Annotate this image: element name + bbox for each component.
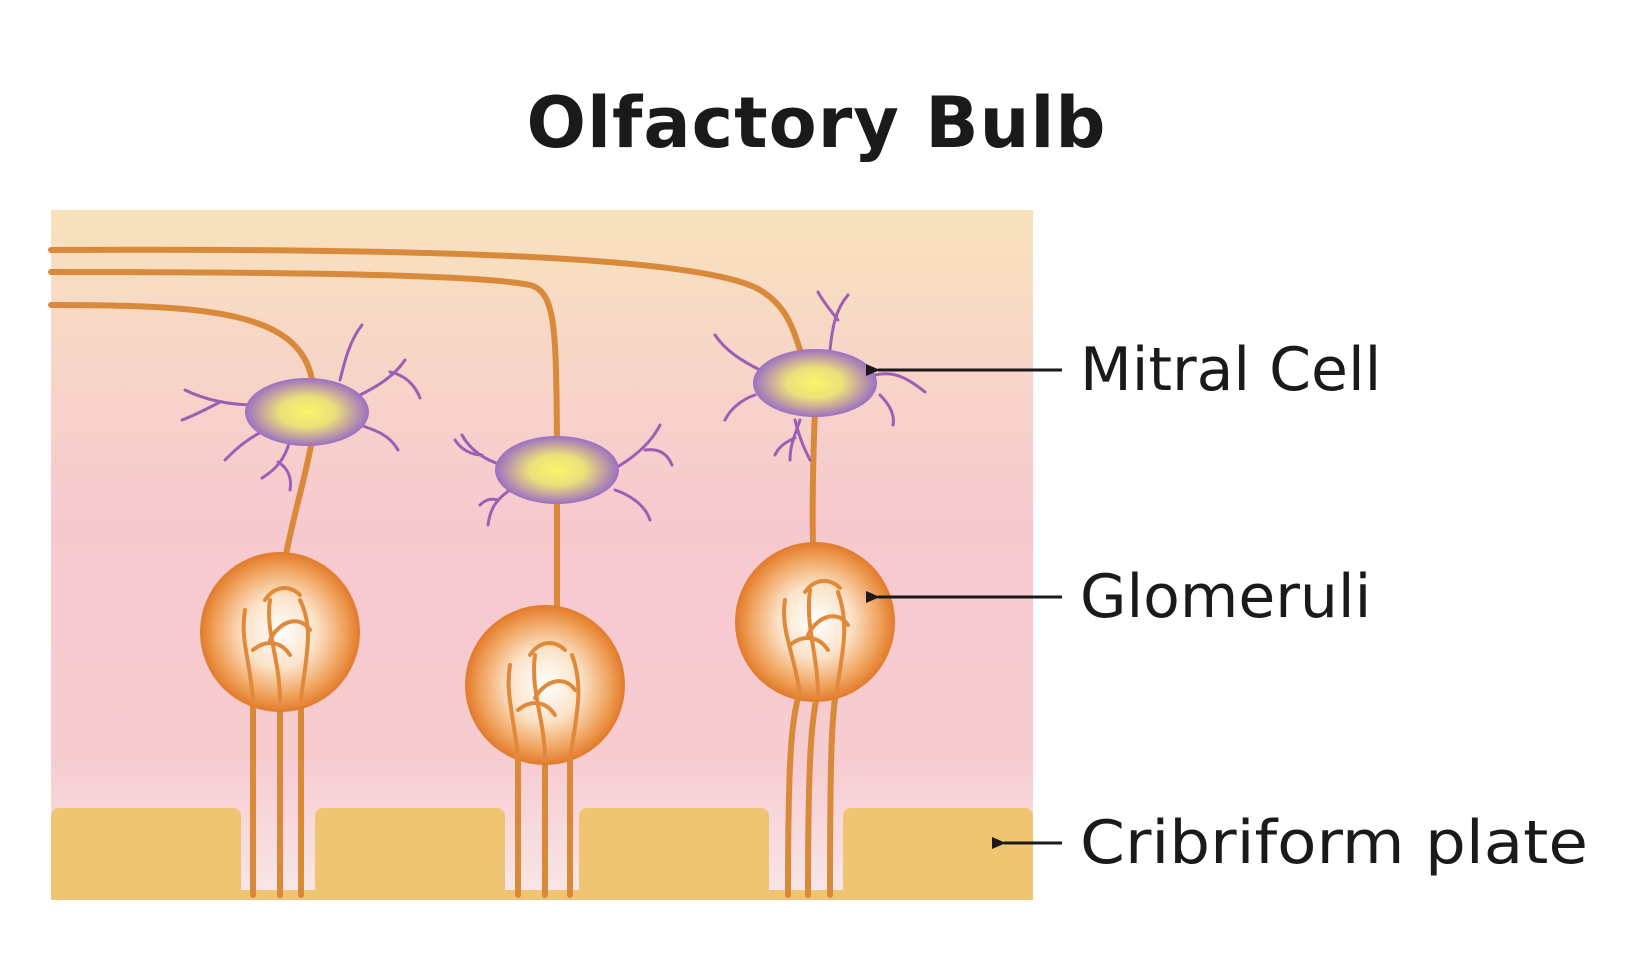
glomeruli-label: Glomeruli [1080,562,1371,632]
mitral-to-glomerulus-fibers [282,407,818,613]
plate-block [843,808,1033,900]
label-arrows [866,364,1062,849]
mitral-axons [48,246,803,443]
cribriform-plate-label: Cribriform plate [1080,808,1588,878]
plate-block [579,808,769,900]
plate-block [51,808,241,900]
mitral-cell [245,378,369,446]
page-title: Olfactory Bulb [526,82,1107,164]
mitral-cell-label: Mitral Cell [1080,335,1381,405]
glomerulus [735,542,895,702]
glomerulus [200,552,360,712]
plate-block [315,808,505,900]
glomerulus [465,605,625,765]
mitral-cell [495,436,619,504]
mitral-cell [753,349,877,417]
